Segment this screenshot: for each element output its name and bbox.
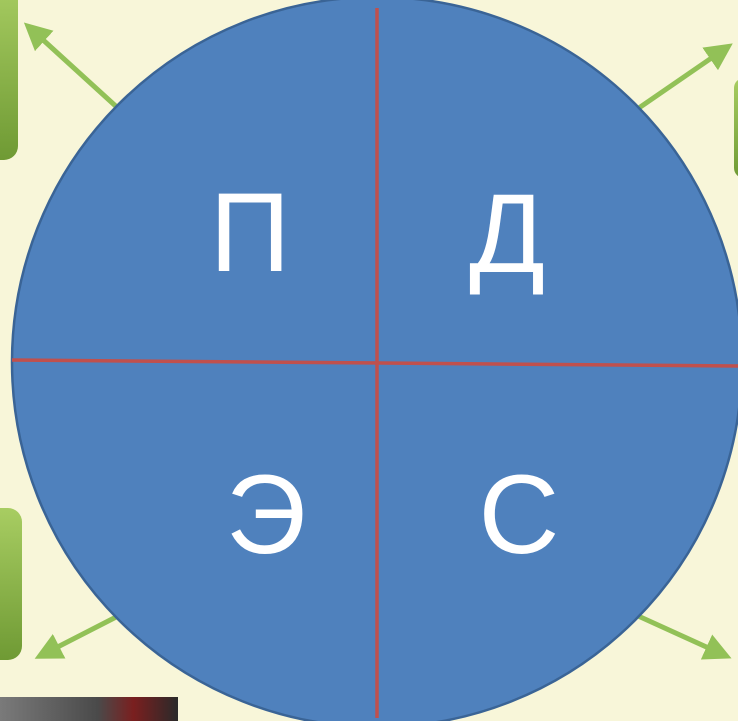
quadrant-top-left-letter: П — [210, 170, 291, 295]
quadrant-bottom-left-letter: Э — [226, 452, 307, 577]
callout-box-top-left — [0, 0, 18, 160]
quadrant-bottom-right-letter: С — [479, 452, 560, 577]
callout-box-bottom-left — [0, 508, 22, 660]
photo-thumbnail — [0, 697, 178, 721]
callout-box-top-right — [734, 78, 738, 178]
quadrant-top-right-letter: Д — [469, 171, 545, 296]
